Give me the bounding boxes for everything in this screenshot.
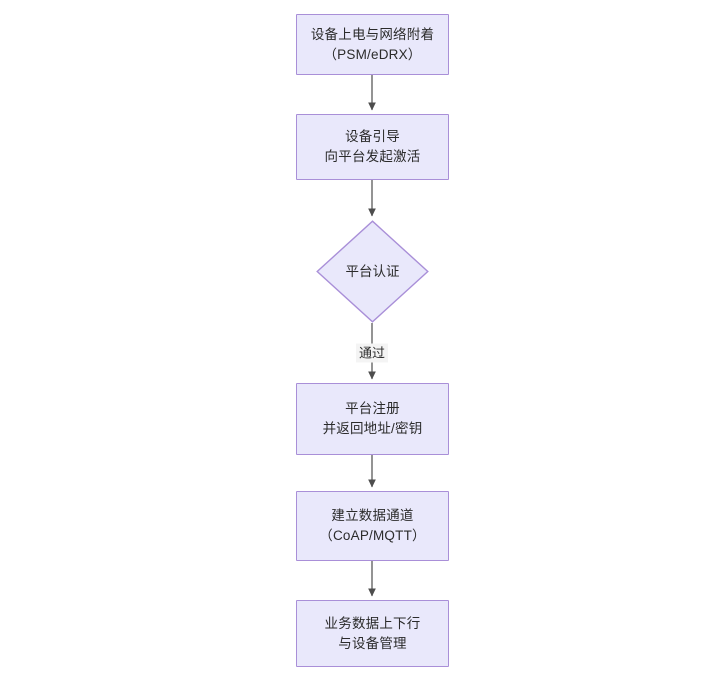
node-label: 设备上电与网络附着 （PSM/eDRX）	[310, 26, 435, 62]
node-label: 平台注册 并返回地址/密钥	[322, 401, 423, 436]
node-platform-registration[interactable]: 平台注册 并返回地址/密钥	[296, 383, 449, 455]
diamond-shape-icon	[316, 220, 429, 323]
node-label: 设备引导 向平台发起激活	[324, 129, 421, 164]
node-platform-authentication[interactable]: 平台认证	[316, 220, 429, 323]
node-device-power-on[interactable]: 设备上电与网络附着 （PSM/eDRX）	[296, 14, 449, 75]
node-label: 建立数据通道 （CoAP/MQTT）	[319, 508, 426, 543]
node-device-bootstrap[interactable]: 设备引导 向平台发起激活	[296, 114, 449, 180]
node-business-data-and-device-management[interactable]: 业务数据上下行 与设备管理	[296, 600, 449, 667]
node-establish-data-channel[interactable]: 建立数据通道 （CoAP/MQTT）	[296, 491, 449, 561]
edge-label-pass: 通过	[355, 343, 389, 363]
node-label: 业务数据上下行 与设备管理	[324, 615, 421, 651]
node-label: 平台认证	[345, 263, 400, 279]
